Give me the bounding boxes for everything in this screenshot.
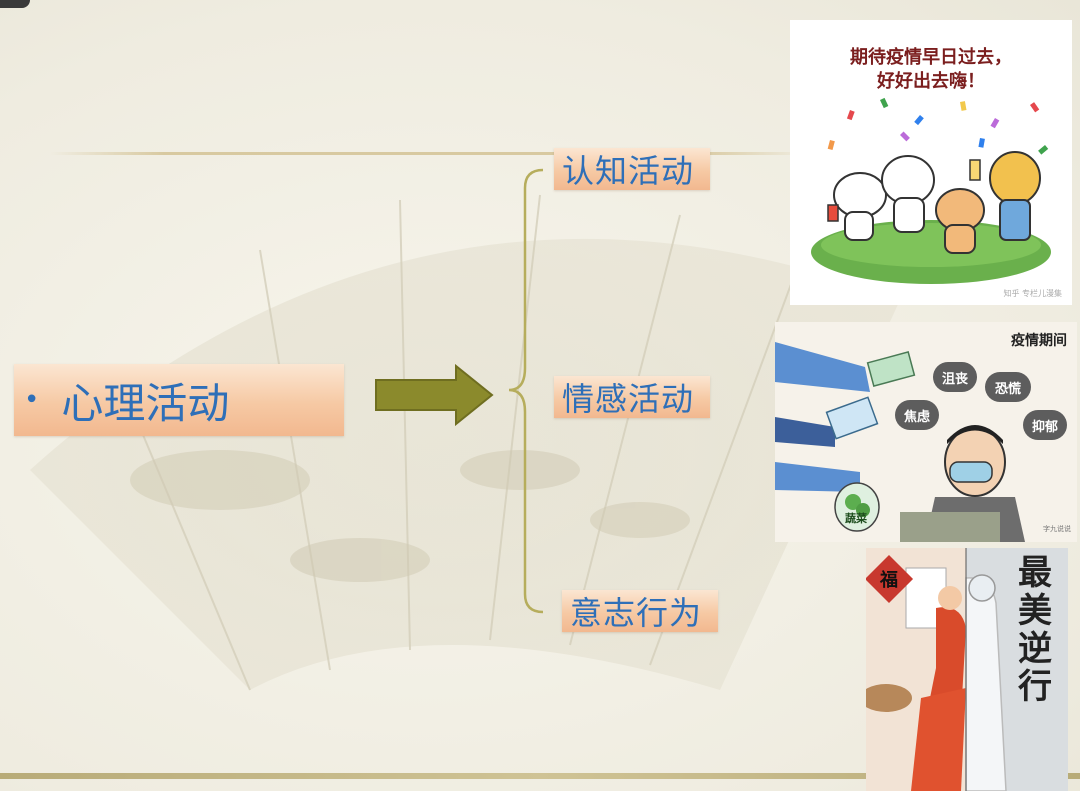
emotion-bubble: 沮丧 — [933, 362, 977, 392]
branch-will: 意志行为 — [562, 590, 718, 632]
emotion-bubble: 焦虑 — [895, 400, 939, 430]
celebration-caption: 期待疫情早日过去， 好好出去嗨！ — [790, 46, 1072, 94]
epidemic-title: 疫情期间 — [1011, 333, 1067, 349]
caption-line-1: 期待疫情早日过去， — [850, 47, 1012, 68]
branch-label: 意志行为 — [570, 594, 703, 632]
bag-label: 蔬菜 — [845, 512, 867, 525]
fu-label: 福 — [880, 570, 898, 591]
right-arrow-icon — [375, 364, 494, 426]
image-credit: 字九说说 — [1043, 525, 1071, 533]
main-topic-label: 心理活动 — [61, 378, 230, 428]
branch-label: 情感活动 — [562, 380, 695, 418]
emotion-bubble: 恐慌 — [985, 372, 1031, 402]
heroes-title: 最美逆行 — [1018, 553, 1052, 707]
heroes-poster-image: 福 最美逆行 — [866, 548, 1068, 791]
bullet-icon: • — [24, 385, 40, 415]
epidemic-emotions-image: 疫情期间 沮丧 恐慌 焦虑 抑郁 蔬菜 字九说说 — [775, 322, 1077, 542]
celebration-cartoon-image: 期待疫情早日过去， 好好出去嗨！ — [790, 20, 1072, 305]
top-divider — [50, 152, 810, 155]
main-topic-box: • 心理活动 — [14, 364, 344, 436]
heroes-illustration — [866, 548, 1068, 791]
celebration-illustration — [811, 97, 1051, 284]
image-credit: 知乎 专栏儿漫集 — [1003, 289, 1062, 298]
emotion-bubble: 抑郁 — [1023, 410, 1067, 440]
bracket-connector — [508, 168, 544, 614]
branch-cognitive: 认知活动 — [554, 148, 710, 190]
caption-line-2: 好好出去嗨！ — [877, 71, 985, 92]
branch-label: 认知活动 — [562, 152, 695, 190]
bottom-divider — [0, 773, 1080, 779]
window-corner — [0, 0, 30, 8]
branch-emotion: 情感活动 — [554, 376, 710, 418]
